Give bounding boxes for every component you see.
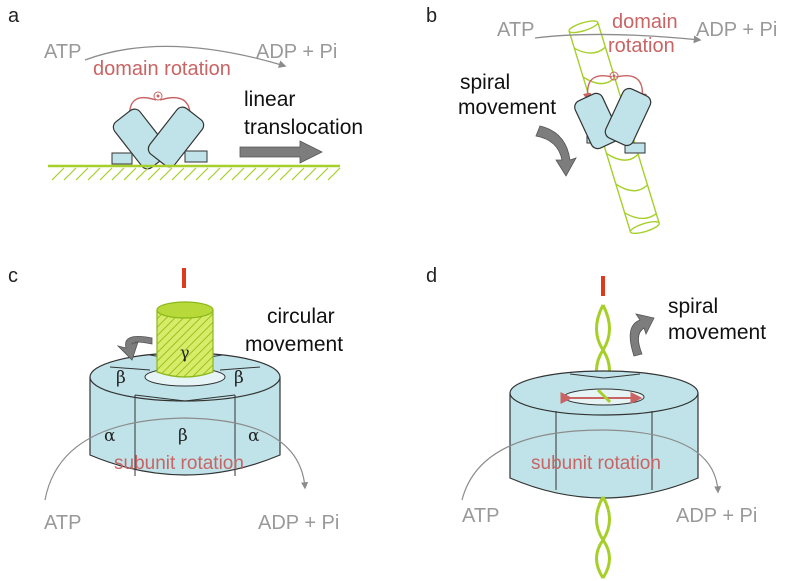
beta-label-left: β (116, 368, 126, 388)
spiral-arrow-d (629, 313, 655, 357)
atp-label: ATP (44, 41, 81, 63)
reference-marker-d (601, 276, 605, 296)
ring-segments-d (555, 373, 653, 490)
spiral-label-b: spiral (460, 71, 510, 94)
helix-lower (595, 496, 611, 579)
atp-hydrolysis-arrow-d (461, 429, 722, 501)
adp-label-c: ADP + Pi (258, 512, 339, 534)
atp-hydrolysis-arrow (84, 45, 287, 68)
subunit-rotation-label-d: subunit rotation (531, 453, 661, 474)
gamma-shaft (156, 310, 214, 378)
translocation-label: translocation (244, 116, 363, 139)
atp-label-b: ATP (497, 19, 534, 41)
domain-label-b: domain (612, 11, 678, 33)
panel-letter-c: c (8, 265, 18, 287)
circular-label: circular (267, 305, 335, 328)
domain-rotation-label: domain rotation (93, 58, 231, 80)
adp-label-b: ADP + Pi (696, 19, 777, 41)
panel-b: b ATP ADP + Pi domain rotation spiral mo… (426, 5, 777, 235)
movement-label-b: movement (458, 96, 556, 119)
beta-label-right: β (234, 368, 244, 388)
atp-label-c: ATP (44, 512, 81, 534)
panel-letter-d: d (426, 265, 437, 287)
track-hatching (51, 167, 341, 181)
movement-label-d: movement (668, 321, 766, 344)
spiral-label-d: spiral (668, 295, 718, 318)
ring-body-c (89, 377, 281, 476)
helical-track (568, 20, 660, 235)
foot-left (111, 152, 133, 165)
panel-a: a ATP ADP + Pi domain rotation (8, 5, 363, 181)
rotation-arrow-left-b (582, 75, 613, 102)
foot-right-b (624, 142, 646, 154)
gamma-label: γ (180, 343, 190, 362)
panel-c: c γ β β α β α subunit rotation (8, 265, 343, 534)
adp-label-d: ADP + Pi (676, 505, 757, 527)
alpha-label-right: α (248, 426, 260, 446)
circular-arrow-c (116, 335, 153, 361)
spiral-arrow-b (535, 125, 577, 177)
atp-hydrolysis-arrow-c (44, 417, 309, 501)
linear-label: linear (244, 88, 295, 111)
reference-marker-c (182, 268, 186, 288)
atp-hydrolysis-arrow-b (534, 33, 702, 44)
subunit-rotation-label-c: subunit rotation (114, 453, 244, 474)
panel-letter-b: b (426, 5, 437, 27)
rotation-label-b: rotation (608, 35, 675, 57)
panel-letter-a: a (8, 5, 20, 27)
atp-label-d: ATP (462, 505, 499, 527)
panel-d: d subunit rotation ATP AD (426, 265, 766, 579)
translocation-arrow (239, 140, 323, 164)
adp-label: ADP + Pi (256, 41, 337, 63)
foot-right (184, 150, 208, 163)
beta-label-front: β (178, 426, 188, 446)
gamma-shaft-top (156, 301, 214, 319)
domain-right (147, 106, 205, 168)
movement-label-c: movement (245, 333, 343, 356)
domain-right-b (604, 87, 652, 147)
pivot-marker (153, 91, 163, 101)
